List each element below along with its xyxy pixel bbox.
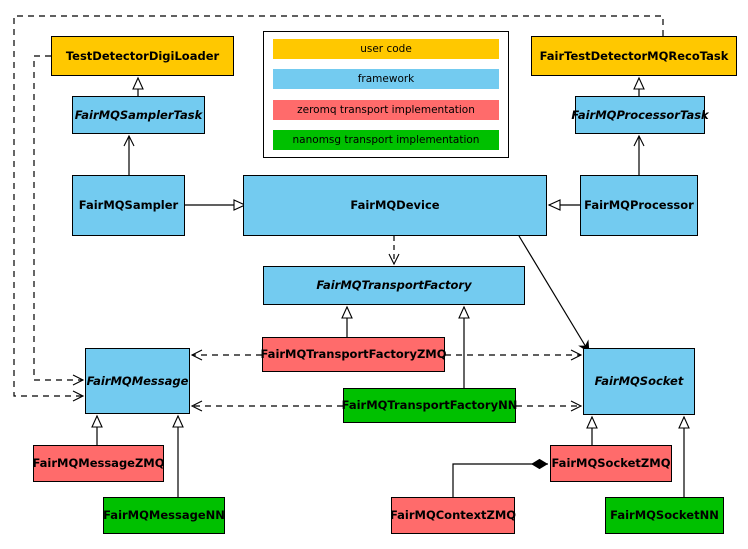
class-box-fairmqmessagezmq[interactable]: FairMQMessageZMQ [32,445,165,482]
class-box-fairmqcontextzmq[interactable]: FairMQContextZMQ [390,497,516,534]
class-box-fairmqprocessortask[interactable]: FairMQProcessorTask [571,96,709,134]
legend-item-framework: framework [273,69,499,90]
class-box-fairmqprocessor[interactable]: FairMQProcessor [580,175,698,236]
class-box-fairmqsamplertask[interactable]: FairMQSamplerTask [72,96,205,134]
class-box-fairmqsocketnn[interactable]: FairMQSocketNN [605,497,724,534]
class-box-testdetectordigiloader[interactable]: TestDetectorDigiLoader [51,36,234,76]
edge-contextzmq-socketzmq [452,458,548,497]
class-box-fairmqtransportfactorynn[interactable]: FairMQTransportFactoryNN [342,388,517,423]
legend-item-user-code: user code [273,39,499,59]
legend-item-nanomsg: nanomsg transport implementation [273,129,499,150]
class-box-fairmqsampler[interactable]: FairMQSampler [72,175,185,236]
legend: user code framework zeromq transport imp… [263,31,509,158]
class-box-fairmqmessage[interactable]: FairMQMessage [85,348,190,414]
class-box-fairmqmessagenn[interactable]: FairMQMessageNN [103,497,225,534]
class-box-fairmqtransportfactory[interactable]: FairMQTransportFactory [263,266,525,305]
class-box-fairmqdevice[interactable]: FairMQDevice [243,175,547,236]
class-box-fairtestdetectormqrecotask[interactable]: FairTestDetectorMQRecoTask [531,36,737,76]
edge-device-socket [518,235,590,352]
class-box-fairmqsocketzmq[interactable]: FairMQSocketZMQ [550,445,672,482]
class-box-fairmqtransportfactoryzmq[interactable]: FairMQTransportFactoryZMQ [261,337,447,372]
legend-item-zeromq: zeromq transport implementation [273,99,499,120]
class-box-fairmqsocket[interactable]: FairMQSocket [583,348,695,415]
